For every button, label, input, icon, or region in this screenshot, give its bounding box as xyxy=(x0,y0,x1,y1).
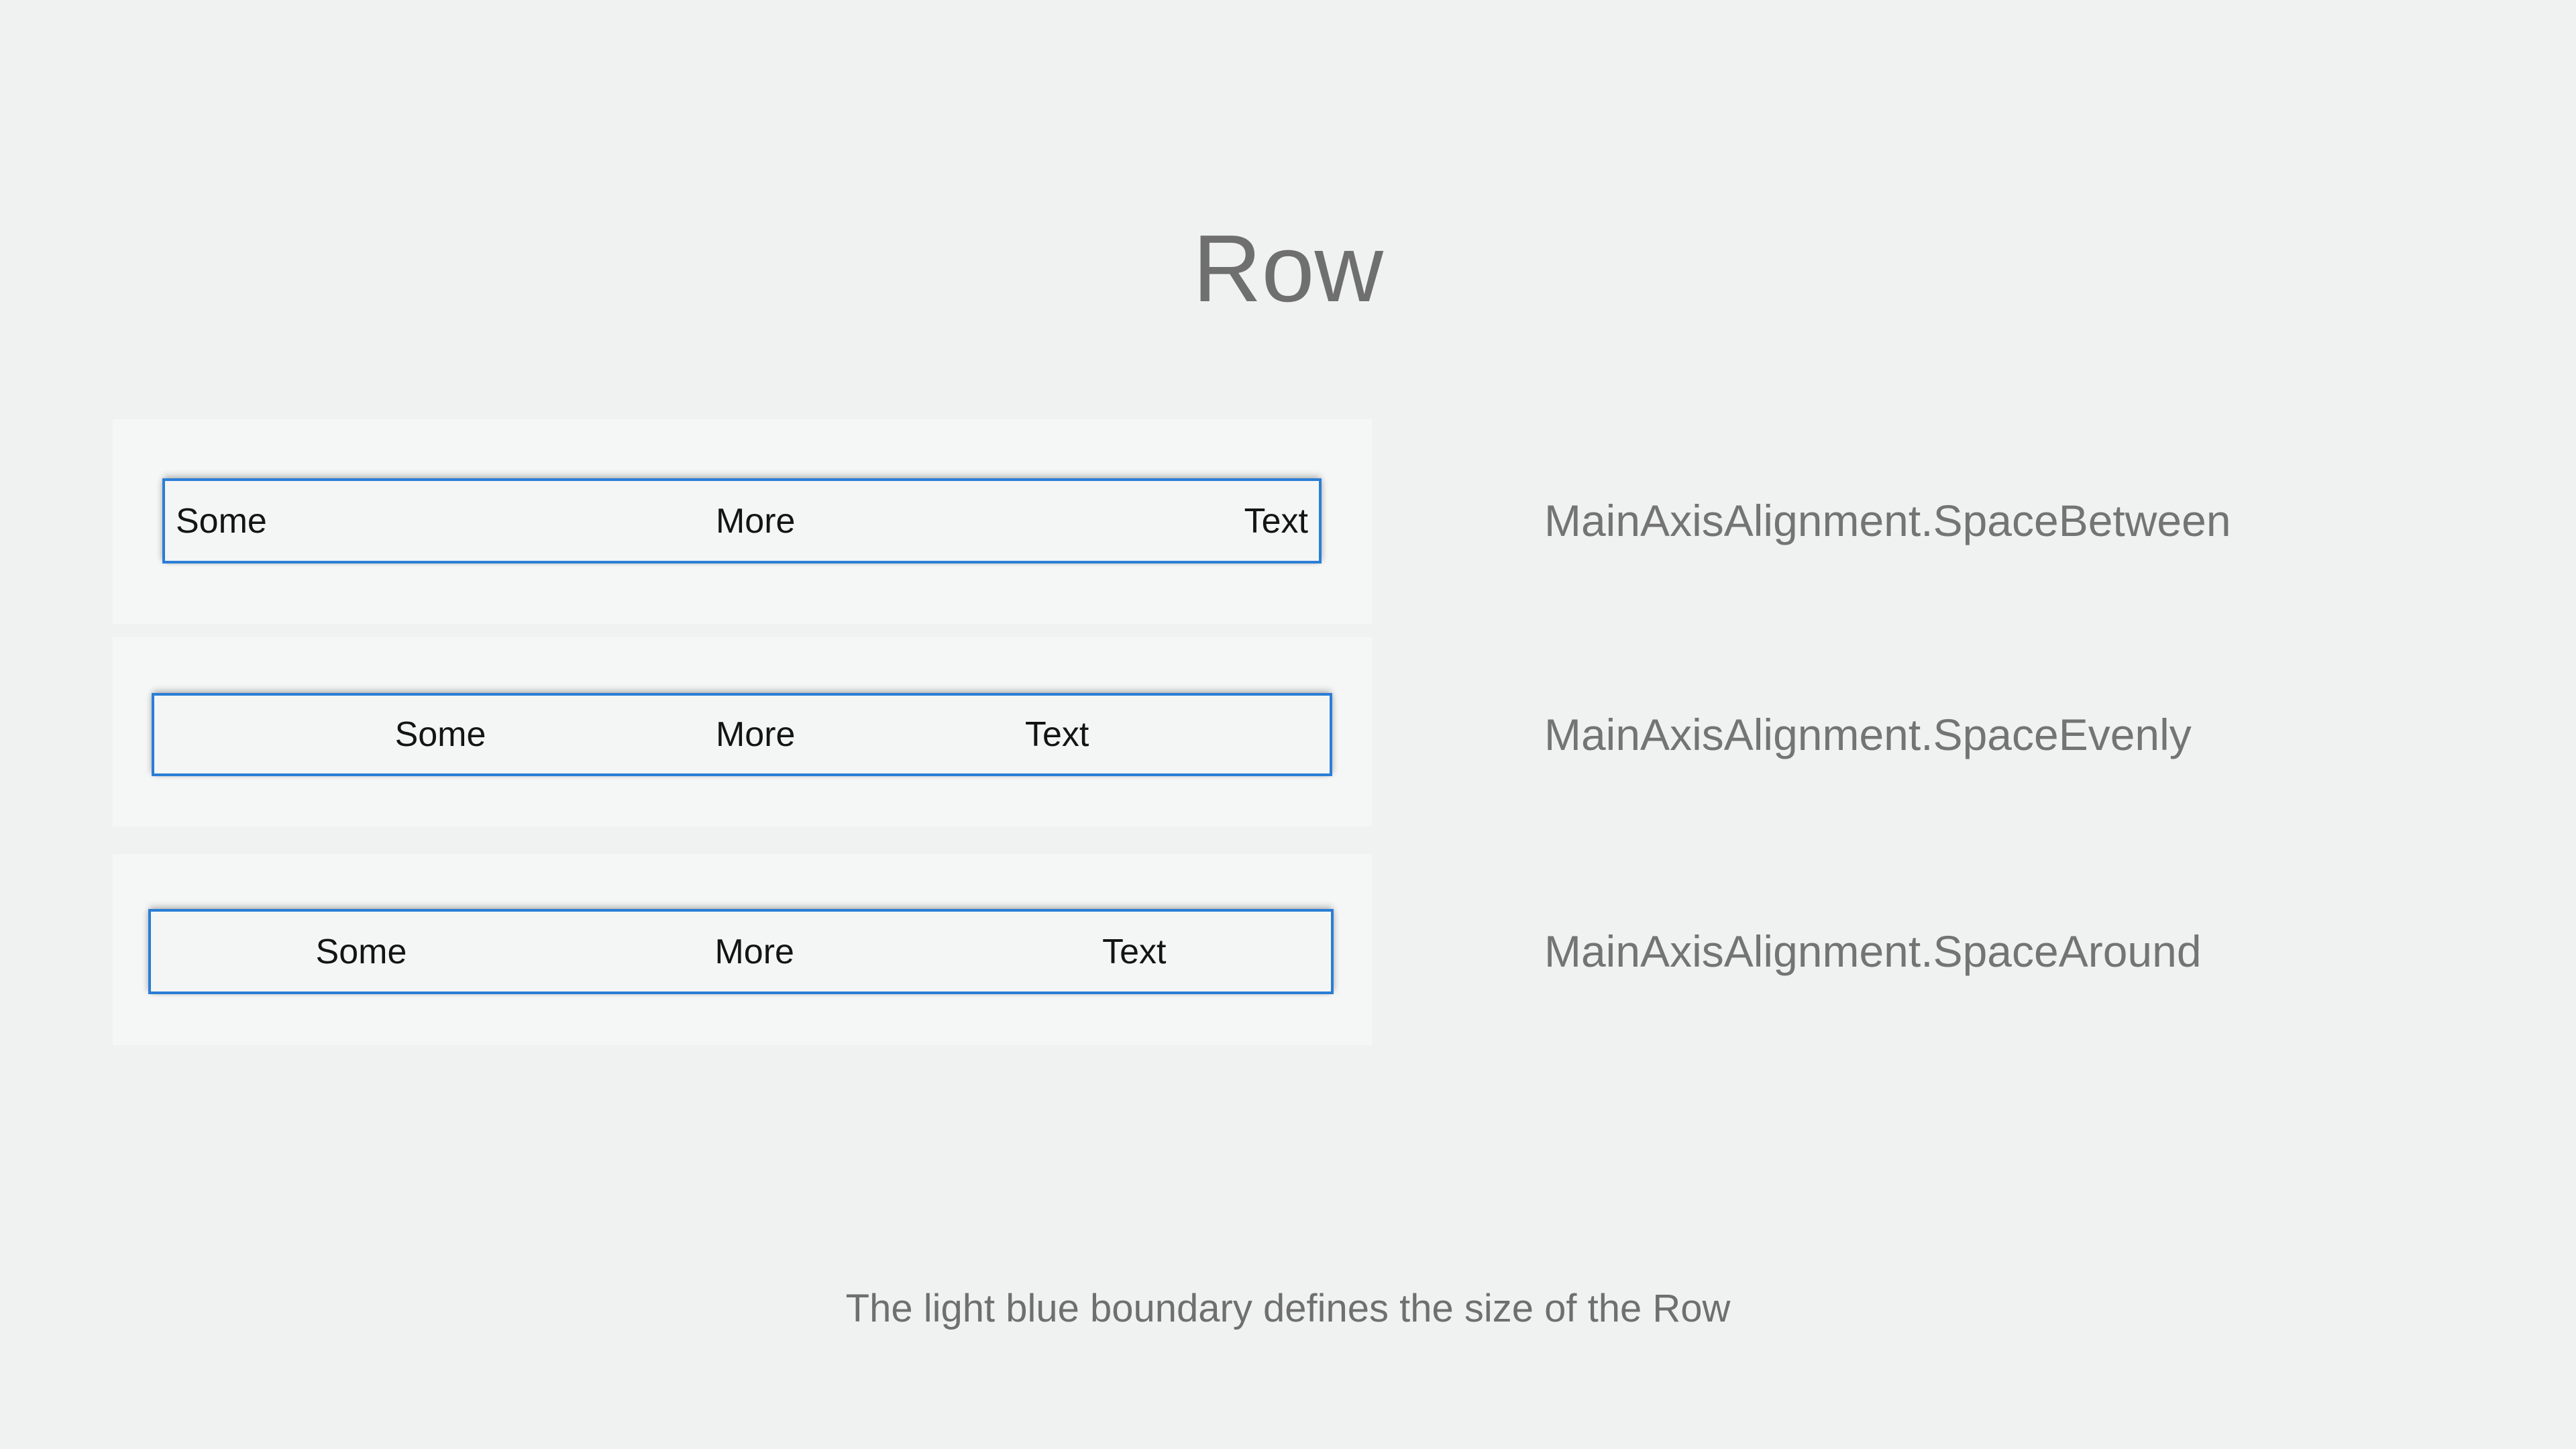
row-box-space-evenly: Some More Text xyxy=(152,693,1332,776)
row-item: Text xyxy=(1102,932,1167,971)
row-item: Some xyxy=(394,715,486,754)
caption: The light blue boundary defines the size… xyxy=(845,1287,1731,1330)
alignment-label-space-evenly: MainAxisAlignment.SpaceEvenly xyxy=(1544,710,2192,759)
alignment-label-space-around: MainAxisAlignment.SpaceAround xyxy=(1544,926,2202,976)
row-item: Some xyxy=(176,501,267,541)
page-title: Row xyxy=(1192,215,1384,322)
row-item: More xyxy=(715,715,796,754)
row-item: More xyxy=(715,501,796,541)
row-box-space-between: Some More Text xyxy=(162,478,1322,564)
row-item: More xyxy=(714,932,794,971)
row-item: Text xyxy=(1025,715,1089,754)
row-item: Text xyxy=(1244,501,1308,541)
alignment-label-space-between: MainAxisAlignment.SpaceBetween xyxy=(1544,496,2231,545)
row-item: Some xyxy=(315,932,407,971)
row-box-space-around: Some More Text xyxy=(148,909,1334,994)
